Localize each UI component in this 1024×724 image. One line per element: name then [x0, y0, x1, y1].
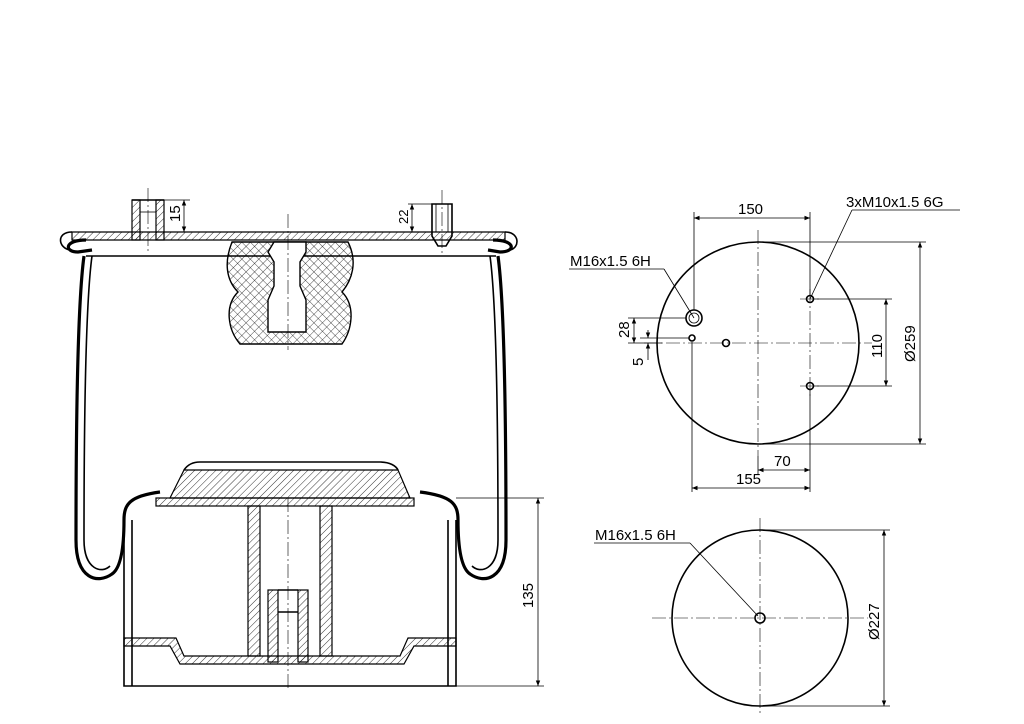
dim-28-label: 28 [616, 321, 633, 338]
dim-259-label: Ø259 [902, 325, 919, 362]
piston-center-hole [754, 612, 766, 624]
dim-pin-height: 22 [396, 204, 415, 232]
dim-piston-height: 135 [456, 497, 544, 687]
dim-5-label: 5 [630, 358, 647, 366]
dim-22-label: 22 [396, 210, 411, 224]
top-plate-view: 150 3xM10x1.5 6G M16x1.5 6H 28 5 110 Ø25… [569, 194, 960, 492]
dim-15-label: 15 [167, 205, 184, 222]
dim-150-label: 150 [738, 201, 763, 218]
port-thread-label: M16x1.5 6H [570, 253, 651, 270]
top-pin-right [408, 190, 453, 256]
dim-227-label: Ø227 [866, 603, 883, 640]
bump-stop [226, 214, 354, 350]
small-hole [688, 334, 696, 342]
bolt-thread-label: 3xM10x1.5 6G [846, 194, 944, 211]
dim-135-label: 135 [520, 583, 537, 608]
top-stud-left [131, 188, 190, 252]
dim-stud-height: 15 [167, 200, 187, 232]
dim-155-label: 155 [736, 471, 761, 488]
center-thread-label: M16x1.5 6H [595, 527, 676, 544]
dim-70-label: 70 [774, 453, 791, 470]
bottom-piston-view: M16x1.5 6H Ø227 [594, 518, 890, 716]
bolt-hole-left [721, 338, 731, 348]
side-section-view: 15 22 135 [59, 188, 544, 690]
top-plate [59, 231, 518, 257]
bellows [74, 255, 508, 581]
piston [123, 461, 457, 690]
dim-110-label: 110 [869, 334, 886, 358]
